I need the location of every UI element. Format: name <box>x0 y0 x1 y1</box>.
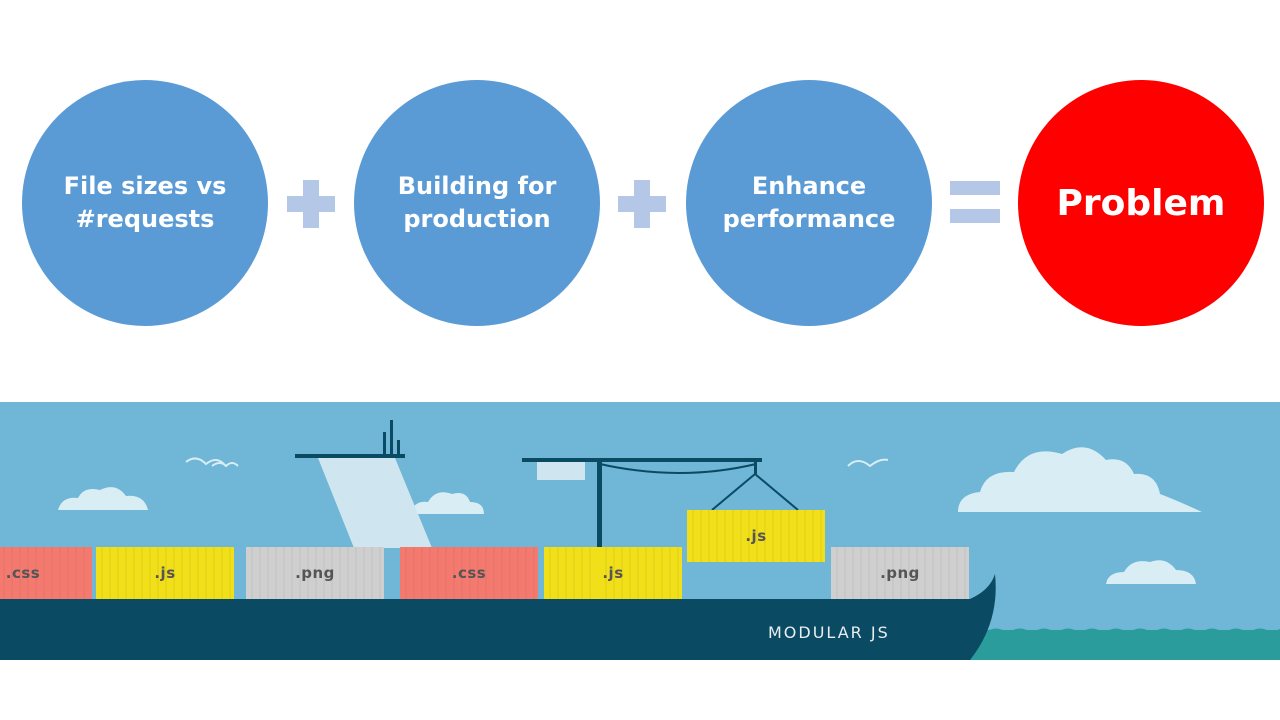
container-js-1 <box>96 547 234 599</box>
container-css-2 <box>400 547 538 599</box>
ship-hull <box>0 574 996 660</box>
ship-illustration: .css .js .png .css .js .js .png MODULAR … <box>0 402 1280 660</box>
container-label: .js <box>745 527 767 545</box>
container-png-1 <box>246 547 384 599</box>
circle-enhance-performance: Enhance performance <box>686 80 932 326</box>
equals-icon <box>950 181 1000 223</box>
container-label: .png <box>880 564 920 582</box>
circle-building-production: Building for production <box>354 80 600 326</box>
ship-brand-label: MODULAR JS <box>768 623 890 642</box>
container-css-1 <box>0 547 92 599</box>
container-label: .js <box>154 564 176 582</box>
container-js-2 <box>544 547 682 599</box>
container-label: .css <box>5 564 41 582</box>
plus-icon <box>287 180 335 228</box>
container-js-hanging <box>687 510 825 562</box>
circle-file-sizes: File sizes vs #requests <box>22 80 268 326</box>
container-label: .js <box>602 564 624 582</box>
ship-scene-graphic <box>0 402 1280 660</box>
container-label: .png <box>295 564 335 582</box>
container-png-2 <box>831 547 969 599</box>
plus-icon <box>618 180 666 228</box>
container-label: .css <box>451 564 487 582</box>
circle-problem: Problem <box>1018 80 1264 326</box>
